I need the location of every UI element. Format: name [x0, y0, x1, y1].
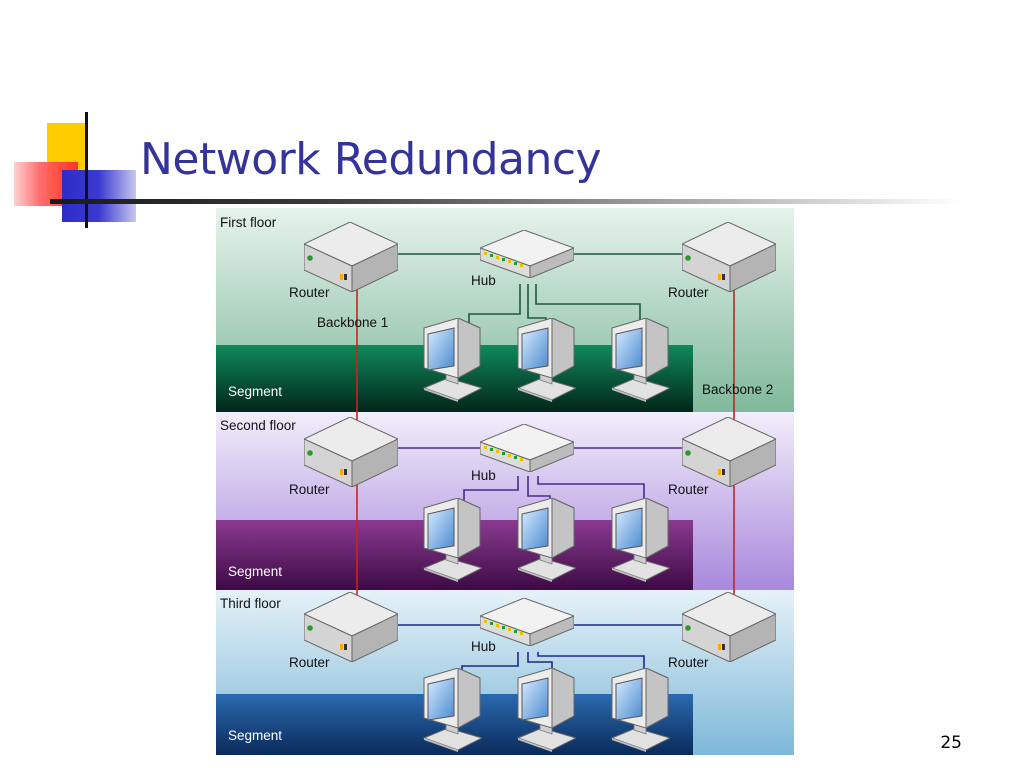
- floor-1-links: [398, 253, 686, 326]
- floor-1-left-router-label: Router: [289, 285, 330, 300]
- backbone-1-label: Backbone 1: [317, 315, 388, 330]
- slide-title: Network Redundancy: [140, 134, 602, 185]
- floor-2-pc-3: [611, 498, 670, 582]
- floor-2-hub-label: Hub: [471, 468, 496, 483]
- floor-2-segment-label: Segment: [228, 564, 282, 579]
- floor-3-pc-3: [611, 668, 670, 752]
- backbone-2-label: Backbone 2: [702, 382, 773, 397]
- floor-1-hub-label: Hub: [471, 273, 496, 288]
- floor-1-name: First floor: [220, 215, 277, 230]
- floor-2-right-router-label: Router: [668, 482, 709, 497]
- floor-3-right-router-label: Router: [668, 655, 709, 670]
- floor-3-segment-label: Segment: [228, 728, 282, 743]
- floor-3-pc-2: [517, 668, 576, 752]
- floor-2-pc-1: [423, 498, 482, 582]
- floor-1-pc-2: [517, 318, 576, 402]
- floor-3-pc-1: [423, 668, 482, 752]
- floor-2-left-router-label: Router: [289, 482, 330, 497]
- network-diagram: First floor Hub Router Router Backbone 1…: [216, 208, 794, 755]
- page-number: 25: [940, 733, 962, 753]
- floor-3-name: Third floor: [220, 596, 281, 611]
- floor-2-pc-2: [517, 498, 576, 582]
- title-underline: [50, 199, 960, 204]
- floor-3-hub-label: Hub: [471, 639, 496, 654]
- floor-3-left-router-label: Router: [289, 655, 330, 670]
- deco-vertical-line: [85, 112, 88, 228]
- floor-1-pc-3: [611, 318, 670, 402]
- deco-blue-square: [62, 170, 136, 222]
- floor-2-name: Second floor: [220, 418, 296, 433]
- floor-1-segment-label: Segment: [228, 384, 282, 399]
- floor-1-right-router-label: Router: [668, 285, 709, 300]
- floor-1-pc-1: [423, 318, 482, 402]
